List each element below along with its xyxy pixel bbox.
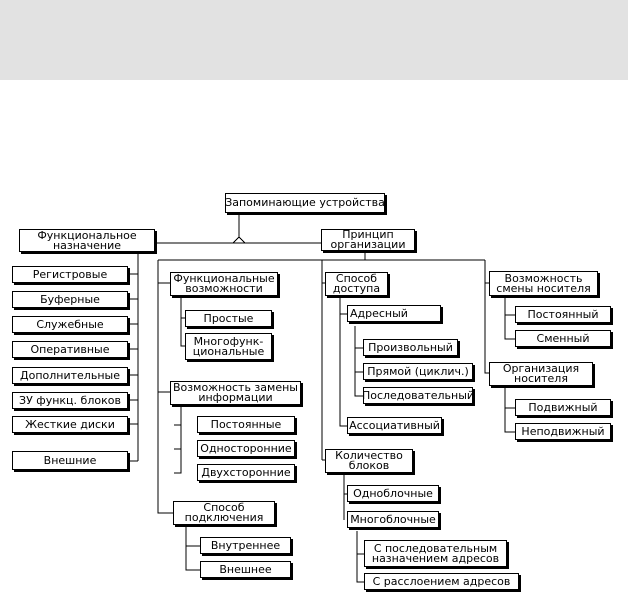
removable-carrier-node: Сменный xyxy=(515,330,611,347)
hard-disks-node: Жесткие диски xyxy=(12,416,128,433)
additional-node: Дополнительные xyxy=(12,367,128,384)
one-way-node: Односторонние xyxy=(197,440,295,457)
buffers-node: Буферные xyxy=(12,291,128,308)
sequential-addressing-node: С последовательным назначением адресов xyxy=(364,540,507,567)
immovable-carrier-node: Неподвижный xyxy=(515,423,611,440)
block-count-node: Количество блоков xyxy=(325,449,413,473)
functional-capabilities-node: Функциональные возможности xyxy=(170,272,278,296)
single-block-node: Одноблочные xyxy=(347,485,439,502)
access-method-node: Способ доступа xyxy=(325,272,388,296)
random-access-node: Произвольный xyxy=(363,339,458,356)
two-way-node: Двухсторонние xyxy=(197,464,295,481)
direct-cyclic-access-node: Прямой (циклич.) xyxy=(363,363,473,380)
registers-node: Регистровые xyxy=(12,266,128,283)
permanent-node: Постоянные xyxy=(197,416,295,433)
carrier-organization-node: Организация носителя xyxy=(489,362,593,386)
connection-method-node: Способ подключения xyxy=(173,501,275,525)
top-band xyxy=(0,0,628,80)
movable-carrier-node: Подвижный xyxy=(515,399,611,416)
func-blocks-memory-node: ЗУ функц. блоков xyxy=(12,392,128,409)
operative-node: Оперативные xyxy=(12,341,128,358)
associative-access-node: Ассоциативный xyxy=(347,417,442,434)
carrier-change-node: Возможность смены носителя xyxy=(489,271,598,296)
simple-node: Простые xyxy=(185,310,272,327)
external-node: Внешние xyxy=(12,451,128,470)
organization-principle-node: Принцип организации xyxy=(321,229,415,251)
multifunctional-node: Многофунк-циональные xyxy=(185,333,272,360)
functional-purpose-node: Функциональное назначение xyxy=(19,229,155,252)
root-node: Запоминающие устройства xyxy=(225,193,385,213)
address-access-node: Адресный xyxy=(347,305,441,322)
fixed-carrier-node: Постоянный xyxy=(515,306,611,323)
internal-connection-node: Внутреннее xyxy=(200,537,291,554)
service-node: Служебные xyxy=(12,316,128,333)
external-connection-node: Внешнее xyxy=(200,561,291,578)
address-interleaving-node: С расслоением адресов xyxy=(364,573,519,590)
multi-block-node: Многоблочные xyxy=(347,511,439,528)
sequential-access-node: Последовательный xyxy=(362,387,474,404)
info-replacement-node: Возможность замены информации xyxy=(170,381,301,405)
